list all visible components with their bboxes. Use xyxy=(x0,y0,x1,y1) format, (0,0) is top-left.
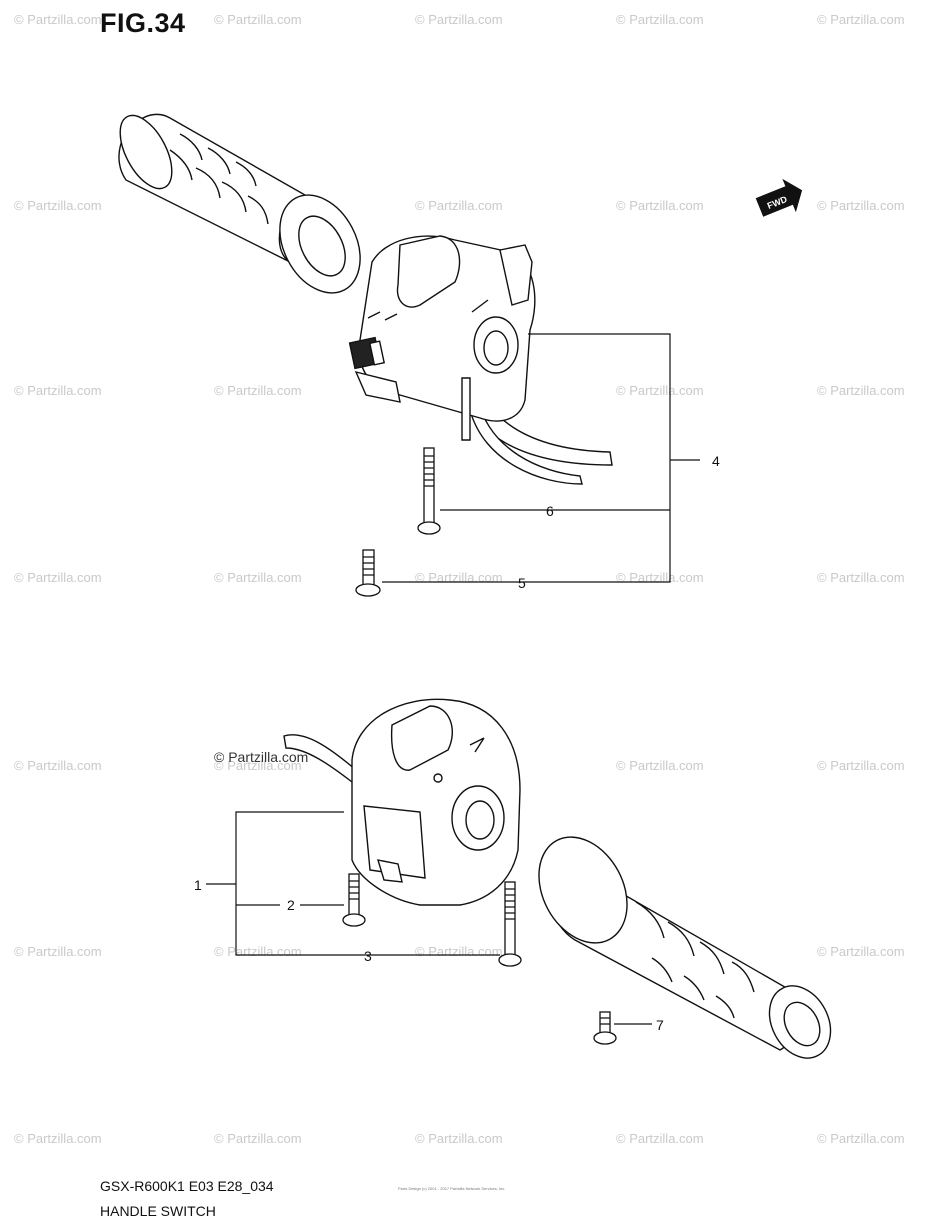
watermark-text: © Partzilla.com xyxy=(616,1131,704,1146)
figure-title: FIG.34 xyxy=(100,8,186,38)
watermark-text: © Partzilla.com xyxy=(415,944,503,959)
callout-1[interactable]: 1 xyxy=(194,877,202,893)
callout-6[interactable]: 6 xyxy=(546,503,554,519)
watermark-text: © Partzilla.com xyxy=(214,944,302,959)
screw-3[interactable] xyxy=(498,881,522,967)
fwd-arrow-icon: FWD xyxy=(755,178,803,217)
screw-5[interactable] xyxy=(355,549,381,597)
watermark-text: © Partzilla.com xyxy=(415,1131,503,1146)
watermark-text: © Partzilla.com xyxy=(415,198,503,213)
callout-3[interactable]: 3 xyxy=(364,948,372,964)
callout-4[interactable]: 4 xyxy=(712,453,720,469)
callout-5[interactable]: 5 xyxy=(518,575,526,591)
watermark-text: © Partzilla.com xyxy=(14,383,102,398)
leader-lines-bottom xyxy=(206,811,500,956)
watermark-text: © Partzilla.com xyxy=(817,383,905,398)
watermark-text: © Partzilla.com xyxy=(616,758,704,773)
watermark-text: © Partzilla.com xyxy=(14,198,102,213)
copyright-note: Parts Design (c) 2001 - 2017 Partzilla N… xyxy=(398,1186,506,1191)
watermark-text: © Partzilla.com xyxy=(214,570,302,585)
callout-2[interactable]: 2 xyxy=(287,897,295,913)
right-handle-switch[interactable] xyxy=(283,698,521,906)
watermark-text: © Partzilla.com xyxy=(616,12,704,27)
right-grip[interactable] xyxy=(521,822,842,1069)
watermark-text: © Partzilla.com xyxy=(616,383,704,398)
watermark-text: © Partzilla.com xyxy=(817,944,905,959)
watermark-text: © Partzilla.com xyxy=(214,1131,302,1146)
leader-lines-top xyxy=(382,333,700,583)
diagram-name: HANDLE SWITCH xyxy=(100,1203,216,1219)
center-watermark: © Partzilla.com xyxy=(214,749,308,765)
watermark-text: © Partzilla.com xyxy=(214,383,302,398)
watermark-text: © Partzilla.com xyxy=(415,570,503,585)
callout-7[interactable]: 7 xyxy=(656,1017,664,1033)
watermark-text: © Partzilla.com xyxy=(14,758,102,773)
screw-6[interactable] xyxy=(417,447,441,535)
watermark-text: © Partzilla.com xyxy=(817,12,905,27)
watermark-text: © Partzilla.com xyxy=(14,944,102,959)
watermark-text: © Partzilla.com xyxy=(214,12,302,27)
watermark-text: © Partzilla.com xyxy=(817,570,905,585)
watermark-text: © Partzilla.com xyxy=(817,758,905,773)
screw-2[interactable] xyxy=(342,873,366,927)
screw-7[interactable] xyxy=(593,1011,617,1045)
watermark-text: © Partzilla.com xyxy=(14,1131,102,1146)
watermark-text: © Partzilla.com xyxy=(616,198,704,213)
watermark-text: © Partzilla.com xyxy=(214,758,302,773)
watermark-text: © Partzilla.com xyxy=(14,570,102,585)
model-code: GSX-R600K1 E03 E28_034 xyxy=(100,1178,274,1194)
left-handle-switch[interactable] xyxy=(348,235,613,485)
left-grip[interactable] xyxy=(110,107,377,307)
watermark-text: © Partzilla.com xyxy=(14,12,102,27)
watermark-text: © Partzilla.com xyxy=(616,570,704,585)
watermark-text: © Partzilla.com xyxy=(817,198,905,213)
watermark-text: © Partzilla.com xyxy=(817,1131,905,1146)
watermark-text: © Partzilla.com xyxy=(415,12,503,27)
